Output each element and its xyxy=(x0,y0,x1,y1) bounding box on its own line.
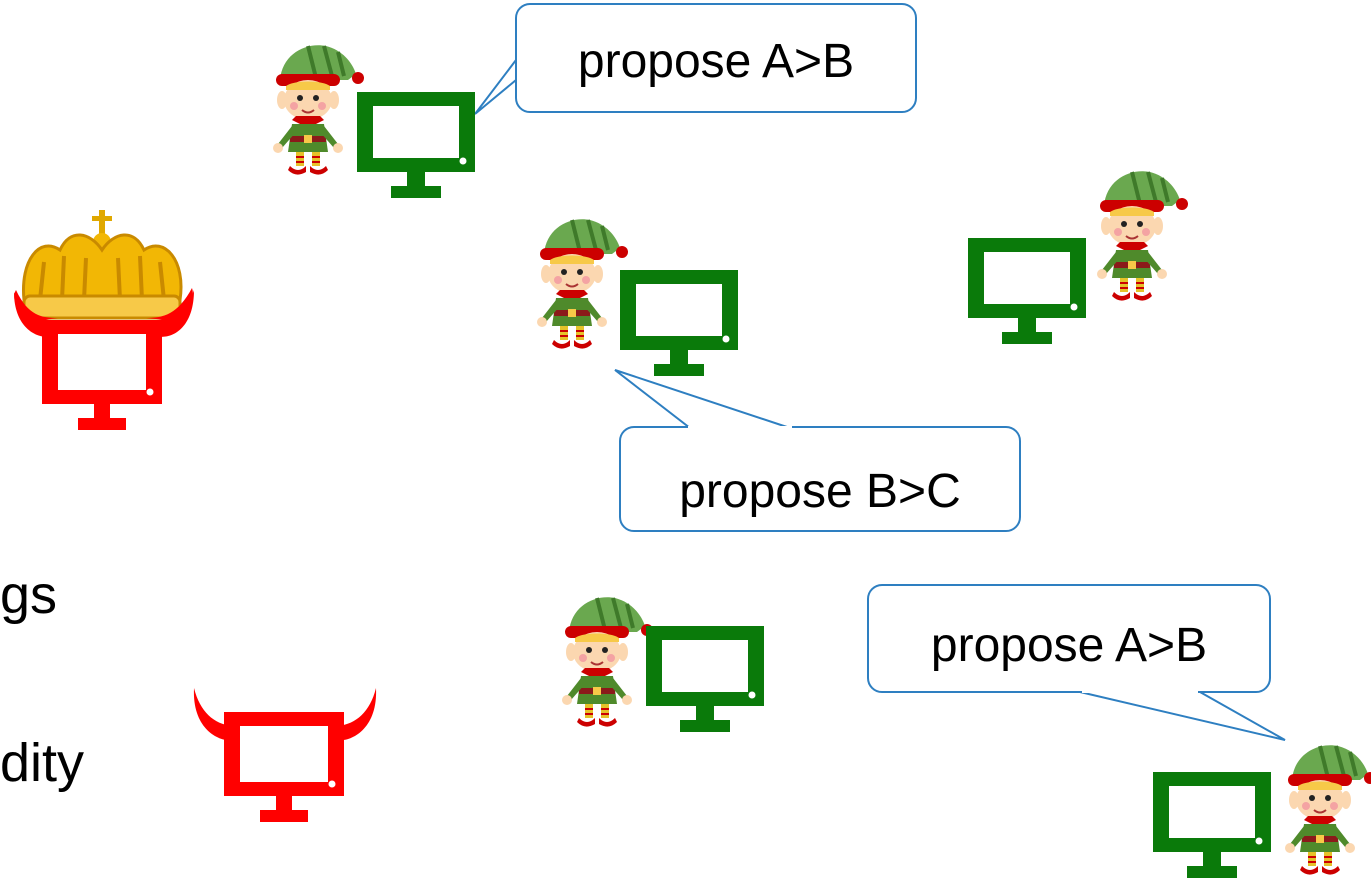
bubble-2-text: propose B>C xyxy=(679,465,961,518)
monitor-icon xyxy=(620,270,738,376)
crown-icon xyxy=(21,210,183,320)
elf-icon xyxy=(1095,169,1190,303)
monitor-icon xyxy=(968,238,1086,344)
bubble-1-text: propose A>B xyxy=(577,35,855,88)
honest-node-4 xyxy=(560,595,764,732)
malicious-node xyxy=(193,688,377,822)
monitor-icon xyxy=(646,626,764,732)
monitor-icon xyxy=(1153,772,1271,878)
left-text-line-2: dity xyxy=(0,733,85,793)
honest-node-1 xyxy=(271,43,475,198)
speech-bubble-2 xyxy=(614,369,1021,532)
speech-bubble-3 xyxy=(867,584,1286,741)
monitor-icon xyxy=(224,712,344,822)
speech-bubble-1 xyxy=(474,3,917,115)
elf-icon xyxy=(560,595,655,729)
elf-icon xyxy=(535,217,630,351)
elf-icon xyxy=(271,43,366,177)
honest-node-5 xyxy=(1153,743,1371,878)
devil-horns-icon xyxy=(193,688,377,741)
honest-node-2 xyxy=(535,217,738,376)
elf-icon xyxy=(1283,743,1371,877)
monitor-icon xyxy=(357,92,475,198)
bubble-3-text: propose A>B xyxy=(930,619,1208,672)
monitor-icon xyxy=(42,320,162,430)
left-text-line-1: gs xyxy=(0,565,58,625)
malicious-leader xyxy=(14,210,194,430)
honest-node-3 xyxy=(968,169,1190,344)
